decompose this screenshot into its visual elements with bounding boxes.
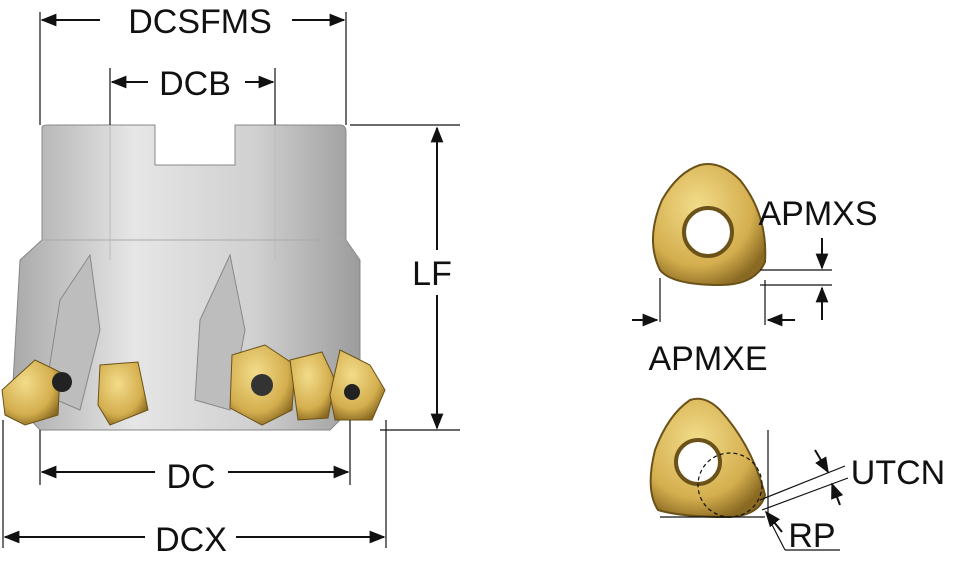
screw-icon	[52, 372, 72, 392]
cutter-inserts	[1, 344, 386, 426]
dim-label-rp: RP	[788, 517, 835, 555]
dim-label-apmxe: APMXE	[648, 340, 767, 378]
dim-label-dcsfms: DCSFMS	[128, 3, 272, 41]
insert-view-apmx: APMXS APMXE	[632, 163, 878, 378]
dim-label-apmxs: APMXS	[758, 195, 877, 233]
dim-label-dcx: DCX	[155, 521, 227, 559]
dim-label-dc: DC	[166, 458, 215, 496]
dim-label-utcn: UTCN	[851, 454, 945, 492]
screw-icon	[344, 384, 360, 400]
insert-view-utcn-rp: UTCN RP	[649, 397, 945, 555]
dim-label-lf: LF	[412, 255, 452, 293]
screw-icon	[251, 374, 273, 396]
dim-label-dcb: DCB	[159, 65, 231, 103]
dimension-arrows	[3, 13, 444, 544]
extension-lines	[2, 12, 460, 548]
